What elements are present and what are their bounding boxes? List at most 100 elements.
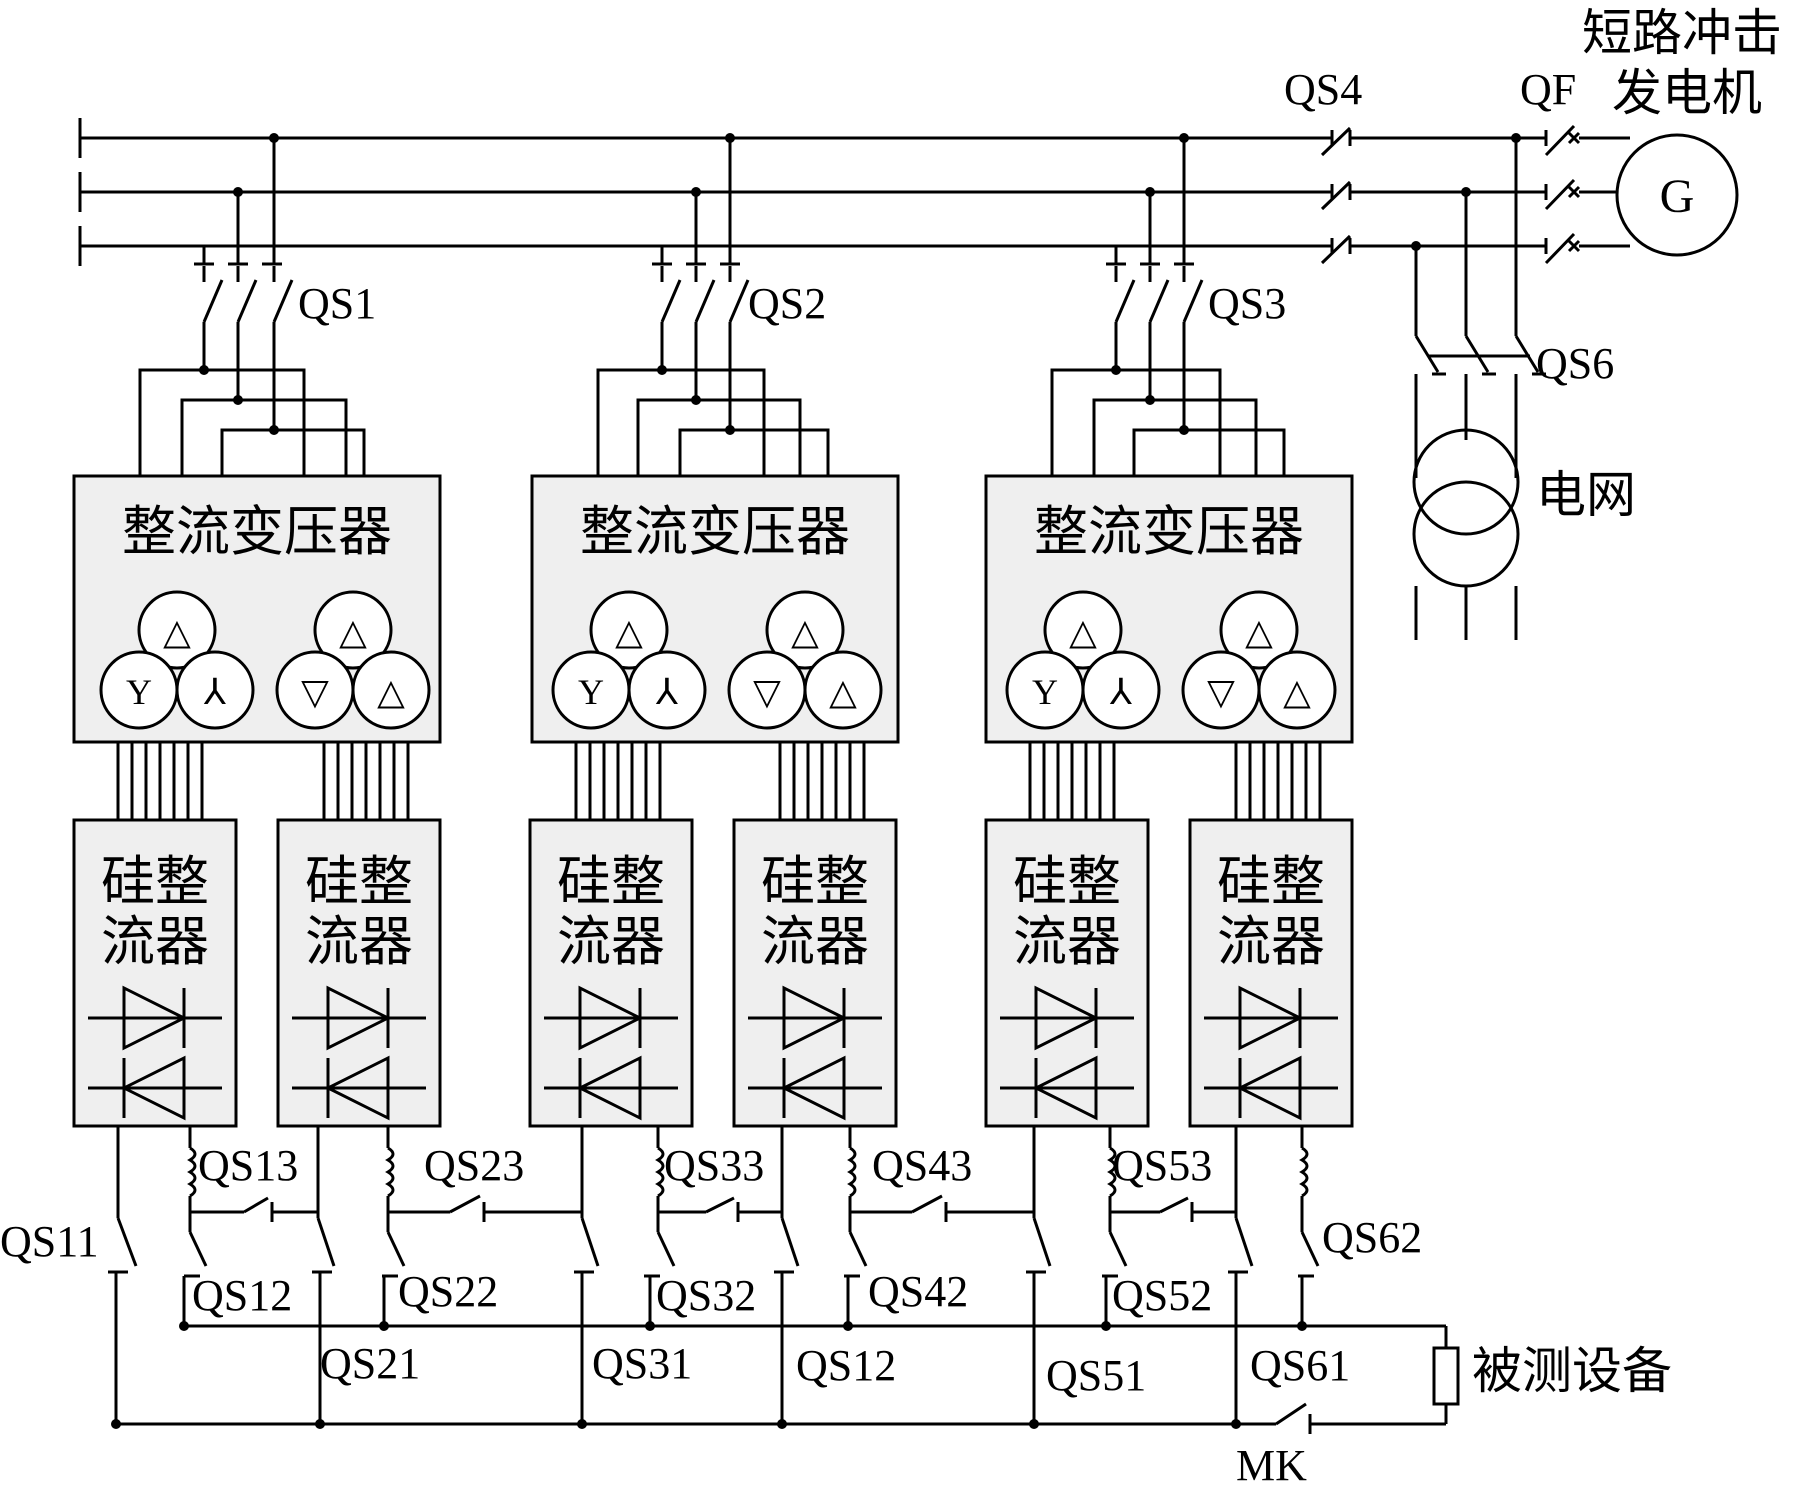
qs4-switch — [1320, 126, 1546, 265]
unit-3-winding-left-top: △ — [1069, 612, 1097, 652]
unit-2-rectifier-b-box — [732, 818, 898, 1128]
label-qs52: QS52 — [1112, 1271, 1212, 1320]
mk-switch — [1236, 1402, 1446, 1434]
inductor-leg-switches — [182, 1231, 1320, 1326]
unit-3-qs-label: QS3 — [1208, 279, 1286, 328]
unit-2-winding-group-right — [727, 590, 883, 730]
qs6-switch — [1414, 335, 1546, 478]
unit-1-rectifier-b-line1: 硅整 — [305, 852, 413, 912]
unit-1-winding-group-right — [275, 590, 431, 730]
unit-3-winding-left-bl: Y — [1032, 672, 1058, 712]
grid-transformer-icon — [1412, 428, 1520, 640]
grid-label: 电网 — [1536, 467, 1636, 523]
qs6-label: QS6 — [1536, 339, 1614, 388]
device-under-test — [1432, 1326, 1460, 1424]
label-qs53: QS53 — [1112, 1141, 1212, 1190]
unit-1-transformer-label: 整流变压器 — [122, 502, 392, 562]
unit-1-rectifier-b-diodes — [292, 985, 426, 1121]
unit-1-dc-conductors — [116, 742, 410, 820]
unit-3-winding-right-br: △ — [1283, 672, 1311, 712]
unit-1-winding-left-top: △ — [163, 612, 191, 652]
unit-3-winding-left-br: ⅄ — [1109, 672, 1132, 712]
mk-label: MK — [1236, 1441, 1307, 1490]
unit-1-qs-switch — [202, 266, 294, 430]
unit-3-qs-switch — [1114, 266, 1204, 430]
unit-3-winding-group-left — [1005, 590, 1161, 730]
label-qs33: QS33 — [664, 1141, 764, 1190]
unit-2-dc-conductors — [574, 742, 866, 820]
unit-1-rectifier-b-line2: 流器 — [305, 912, 413, 972]
unit-3-rectifier-b-diodes — [1204, 985, 1338, 1121]
generator-title-line1: 短路冲击 — [1582, 5, 1782, 61]
unit-1-rectifier-a-diodes — [88, 985, 222, 1121]
unit-3-rectifier-a-diodes — [1000, 985, 1134, 1121]
main-busbars — [78, 118, 1332, 266]
grid-branch — [1411, 133, 1521, 336]
unit-2-feeder — [652, 133, 740, 266]
unit-2-rectifier-b-diodes — [748, 985, 882, 1121]
unit-3-transformer-wiring — [1050, 365, 1286, 476]
unit-1-winding-right-bl: ▽ — [301, 672, 329, 712]
label-qs23: QS23 — [424, 1141, 524, 1190]
unit-2-winding-group-left — [551, 590, 707, 730]
unit-1-winding-left-bl: Y — [126, 672, 152, 712]
unit-2-winding-right-br: △ — [829, 672, 857, 712]
unit-3-winding-right-top: △ — [1245, 612, 1273, 652]
unit-1-winding-group-left — [99, 590, 255, 730]
label-qs12-b: QS12 — [796, 1341, 896, 1390]
unit-3-rectifier-b-line2: 流器 — [1217, 912, 1325, 972]
unit-2-qs-switch — [660, 266, 750, 430]
unit-2-winding-right-top: △ — [791, 612, 819, 652]
unit-1-winding-right-br: △ — [377, 672, 405, 712]
unit-2-rectifier-a-diodes — [544, 985, 678, 1121]
dut-label: 被测设备 — [1472, 1343, 1672, 1399]
unit-1-rectifier-b-box — [276, 818, 442, 1128]
rectifier-outputs-inductor — [187, 1126, 1309, 1232]
qs4-label: QS4 — [1284, 65, 1362, 114]
unit-1-winding-right-top: △ — [339, 612, 367, 652]
unit-2-winding-right-bl: ▽ — [753, 672, 781, 712]
unit-1-feeder — [194, 133, 282, 266]
unit-2-transformer-wiring — [596, 365, 830, 476]
rectifier-outputs-positive — [116, 1126, 1238, 1218]
unit-1-qs-label: QS1 — [298, 279, 376, 328]
unit-2-winding-left-top: △ — [615, 612, 643, 652]
qf-label: QF — [1520, 65, 1576, 114]
label-qs22: QS22 — [398, 1267, 498, 1316]
unit-2-rectifier-b-line1: 硅整 — [761, 852, 869, 912]
unit-3-winding-group-right — [1181, 590, 1337, 730]
label-qs13: QS13 — [198, 1141, 298, 1190]
unit-1-transformer-wiring — [138, 365, 366, 476]
unit-2-rectifier-a-box — [528, 818, 694, 1128]
generator-symbol: G — [1660, 170, 1695, 223]
unit-2-winding-left-br: ⅄ — [655, 672, 678, 712]
unit-3-feeder — [1106, 133, 1194, 266]
unit-2-rectifier-a-line2: 流器 — [557, 912, 665, 972]
bus-junction-dots — [111, 1321, 1307, 1429]
unit-2-qs-label: QS2 — [748, 279, 826, 328]
label-qs43: QS43 — [872, 1141, 972, 1190]
label-qs62: QS62 — [1322, 1213, 1422, 1262]
unit-3-rectifier-b-box — [1188, 818, 1354, 1128]
label-qs12-a: QS12 — [192, 1271, 292, 1320]
unit-3-transformer-label: 整流变压器 — [1034, 502, 1304, 562]
series-switches — [190, 1194, 1236, 1222]
generator — [1615, 133, 1739, 257]
unit-3-rectifier-a-box — [984, 818, 1150, 1128]
unit-1-winding-left-br: ⅄ — [203, 672, 226, 712]
unit-3-dc-conductors — [1028, 742, 1322, 820]
unit-3-rectifier-b-line1: 硅整 — [1217, 852, 1325, 912]
label-qs21: QS21 — [320, 1339, 420, 1388]
label-qs51: QS51 — [1046, 1351, 1146, 1400]
unit-1-rectifier-a-line1: 硅整 — [101, 852, 209, 912]
unit-3-rectifier-a-line2: 流器 — [1013, 912, 1121, 972]
unit-2-winding-left-bl: Y — [578, 672, 604, 712]
label-qs42: QS42 — [868, 1267, 968, 1316]
qf-breaker — [1544, 124, 1630, 265]
label-qs11: QS11 — [0, 1217, 99, 1266]
unit-2-rectifier-a-line1: 硅整 — [557, 852, 665, 912]
unit-1-rectifier-a-box — [72, 818, 238, 1128]
unit-2-rectifier-b-line2: 流器 — [761, 912, 869, 972]
unit-3-winding-right-bl: ▽ — [1207, 672, 1235, 712]
unit-1-rectifier-a-line2: 流器 — [101, 912, 209, 972]
